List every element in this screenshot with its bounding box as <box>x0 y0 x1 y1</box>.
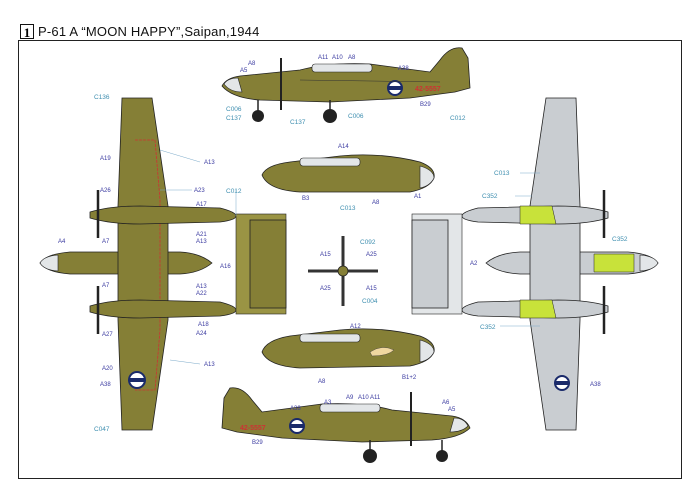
callout: A11 <box>318 55 329 61</box>
callout: A8 <box>348 55 356 61</box>
callout: A19 <box>100 156 111 162</box>
callout: A24 <box>196 331 207 337</box>
side-profile-lower <box>261 328 435 369</box>
callout: A22 <box>196 291 207 297</box>
callout: A18 <box>198 322 209 328</box>
callout: A13 <box>204 160 215 166</box>
leader-lines <box>159 149 540 365</box>
callout: C006 <box>226 106 242 113</box>
side-profile-top: 42-5557 <box>221 47 471 123</box>
callout: A8 <box>318 379 326 385</box>
side-profile-bottom: 42-5557 <box>221 387 471 463</box>
callout: A13 <box>204 362 215 368</box>
svg-text:42-5557: 42-5557 <box>240 425 266 432</box>
callout: C352 <box>482 193 498 200</box>
callout: A8 <box>248 61 256 67</box>
callout: A3 <box>324 400 332 406</box>
callout: A13 <box>196 284 207 290</box>
callout: C047 <box>94 426 110 433</box>
callout: A1 <box>414 194 422 200</box>
page-frame <box>18 40 682 479</box>
callout: A5 <box>448 407 456 413</box>
callout: C013 <box>340 205 356 212</box>
callout: A13 <box>196 239 207 245</box>
callout: B29 <box>420 102 431 108</box>
svg-text:42-5557: 42-5557 <box>415 86 441 93</box>
callout: C137 <box>290 119 306 126</box>
callout: C136 <box>94 94 110 101</box>
callout: A12 <box>350 324 361 330</box>
callout: A17 <box>196 202 207 208</box>
callout: B1+2 <box>402 375 417 381</box>
callout: A9 <box>346 395 354 401</box>
callout: A7 <box>102 239 110 245</box>
callout: A38 <box>398 66 409 72</box>
callout: C137 <box>226 115 242 122</box>
callout: B3 <box>302 196 310 202</box>
page-header: 1 P-61 A “MOON HAPPY”,Saipan,1944 <box>20 22 260 40</box>
callout: A21 <box>196 232 207 238</box>
callout: C006 <box>348 113 364 120</box>
callout: C013 <box>494 170 510 177</box>
callout: A10 <box>358 395 369 401</box>
callout: A27 <box>102 332 113 338</box>
callout-labels: A11 A10 A8 A8 A5 A38 C006 C137 C137 C006… <box>58 55 628 446</box>
callout: A16 <box>220 264 231 270</box>
bottom-view <box>411 97 659 431</box>
callout: C352 <box>612 236 628 243</box>
callout: A38 <box>590 382 601 388</box>
callout: A2 <box>470 261 478 267</box>
callout: A4 <box>58 239 66 245</box>
page-title: P-61 A “MOON HAPPY”,Saipan,1944 <box>38 23 260 39</box>
step-number: 1 <box>20 23 34 40</box>
callout: A26 <box>100 188 111 194</box>
callout: A25 <box>366 252 377 258</box>
propeller-detail <box>308 236 378 306</box>
side-profile-middle <box>261 154 435 193</box>
callout: A14 <box>338 144 349 150</box>
callout: A38 <box>290 406 301 412</box>
callout: B29 <box>252 440 263 446</box>
callout: A8 <box>372 200 380 206</box>
callout: C012 <box>226 188 242 195</box>
callout: C012 <box>450 115 466 122</box>
callout: A7 <box>102 283 110 289</box>
callout: A25 <box>320 286 331 292</box>
callout: A15 <box>320 252 331 258</box>
callout: A23 <box>194 188 205 194</box>
top-view <box>39 97 287 431</box>
callout: A5 <box>240 68 248 74</box>
callout: A11 <box>370 395 381 401</box>
callout: A15 <box>366 286 377 292</box>
callout: C352 <box>480 324 496 331</box>
callout: C092 <box>360 239 376 246</box>
callout: A10 <box>332 55 343 61</box>
callout: C004 <box>362 298 378 305</box>
callout: A38 <box>100 382 111 388</box>
callout: A6 <box>442 400 450 406</box>
callout: A20 <box>102 366 113 372</box>
